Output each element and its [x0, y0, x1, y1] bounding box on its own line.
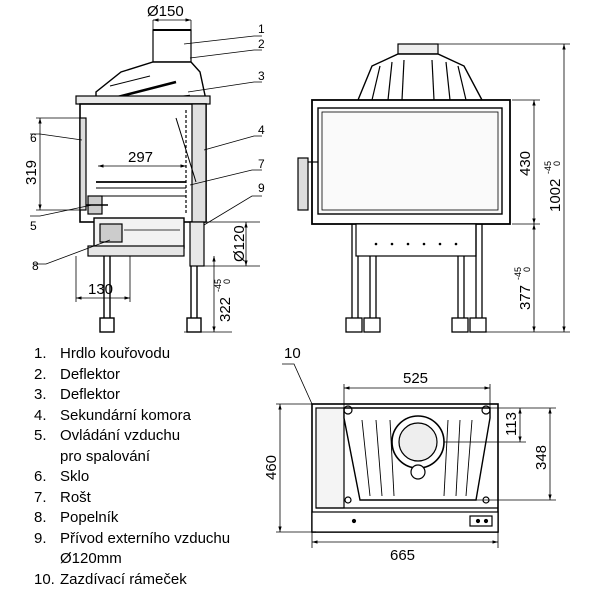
- legend-item: 9.Přívod externího vzduchu Ø120mm: [34, 529, 231, 568]
- dim-air-inlet-diameter: Ø120: [231, 225, 248, 262]
- dim-total-height: 1002: [547, 179, 564, 212]
- top-ribs: [361, 419, 473, 497]
- grate: [96, 181, 186, 197]
- dim-outer-depth: 460: [263, 455, 280, 480]
- air-control: [86, 195, 108, 215]
- top-view: [311, 403, 499, 533]
- top-corner-bolts: [343, 405, 491, 504]
- side-view-dimensions: [36, 18, 260, 333]
- callout-2: 2: [258, 37, 265, 51]
- dim-bottom-depth: 130: [88, 281, 113, 298]
- smoke-hood: [95, 61, 207, 101]
- side-view-leaders: [30, 35, 262, 265]
- legend-item: 3.Deflektor: [34, 386, 121, 403]
- callout-9: 9: [258, 181, 265, 195]
- dim-door-height: 430: [517, 151, 534, 176]
- side-view-dimension-labels: Ø150 319 297 130 Ø120 322 -45 0: [23, 3, 248, 322]
- dim-front-leg-height-tolerance: -45: [513, 267, 523, 280]
- dim-leg-height-tolerance-lower: 0: [222, 279, 232, 284]
- dim-front-leg-height-tolerance-lower: 0: [522, 267, 532, 272]
- callout-4: 4: [258, 123, 265, 137]
- callout-10: 10: [284, 345, 301, 362]
- dim-inner-height: 319: [23, 160, 40, 185]
- front-glass: [317, 107, 503, 215]
- side-view: [75, 29, 211, 333]
- legend-item: 2.Deflektor: [34, 365, 121, 383]
- dim-total-height-tolerance: -45: [543, 161, 553, 174]
- dim-front-leg-height: 377: [517, 285, 534, 310]
- top-plate: [75, 95, 211, 105]
- dim-leg-height-tolerance: -45: [213, 279, 223, 292]
- dim-flue-offset: 113: [503, 412, 520, 436]
- glass-panel: [79, 117, 87, 211]
- dim-leg-height: 322: [217, 297, 234, 322]
- flue-collar: [152, 29, 192, 63]
- callout-3: 3: [258, 69, 265, 83]
- legend-item: 8.Popelník: [34, 509, 119, 526]
- top-view-dimension-labels: 525 665 460 348 113 10: [263, 345, 550, 564]
- legend-item: 4.Sekundární komora: [34, 406, 191, 424]
- legend-item: 6.Sklo: [34, 468, 90, 485]
- secondary-chamber: [191, 103, 207, 223]
- legs-side: [99, 256, 202, 333]
- callout-1: 1: [258, 22, 265, 36]
- callout-7: 7: [258, 157, 265, 171]
- callout-5: 5: [30, 219, 37, 233]
- dim-inner-width: 525: [403, 370, 428, 387]
- top-flue-opening: [391, 415, 445, 480]
- dim-total-height-tolerance-lower: 0: [552, 161, 562, 166]
- dim-inner-depth: 297: [128, 149, 153, 166]
- legend-item: 10.Zazdívací rámeček: [34, 570, 187, 588]
- dim-outer-width: 665: [390, 547, 415, 564]
- top-view-dimensions: [276, 363, 556, 548]
- external-air-inlet: [189, 221, 205, 267]
- legend-item: 7.Rošt: [34, 488, 91, 506]
- side-view-callout-numbers: 1 2 3 4 5 6 7 8 9: [30, 22, 265, 273]
- front-view-dimension-labels: 430 1002 -45 0 377 -45 0: [513, 151, 564, 310]
- front-flue: [357, 43, 483, 101]
- front-view-dimensions: [438, 43, 570, 333]
- parts-legend: 1.Hrdlo kouřovodu 2.Deflektor 3.Deflekto…: [34, 344, 284, 590]
- callout-8: 8: [32, 259, 39, 273]
- top-front-strip: [311, 511, 499, 533]
- legend-item: 5.Ovládání vzduchu pro spalování: [34, 427, 181, 465]
- legend-item: 1.Hrdlo kouřovodu: [34, 345, 171, 362]
- front-base: [355, 223, 477, 257]
- dim-flue-diameter: Ø150: [147, 3, 184, 20]
- callout-6: 6: [30, 131, 37, 145]
- door-handle: [297, 157, 309, 211]
- dim-inner-depth-top: 348: [533, 445, 550, 470]
- front-view: [297, 43, 511, 333]
- front-base-holes: [374, 242, 458, 246]
- legs-front: [345, 224, 487, 333]
